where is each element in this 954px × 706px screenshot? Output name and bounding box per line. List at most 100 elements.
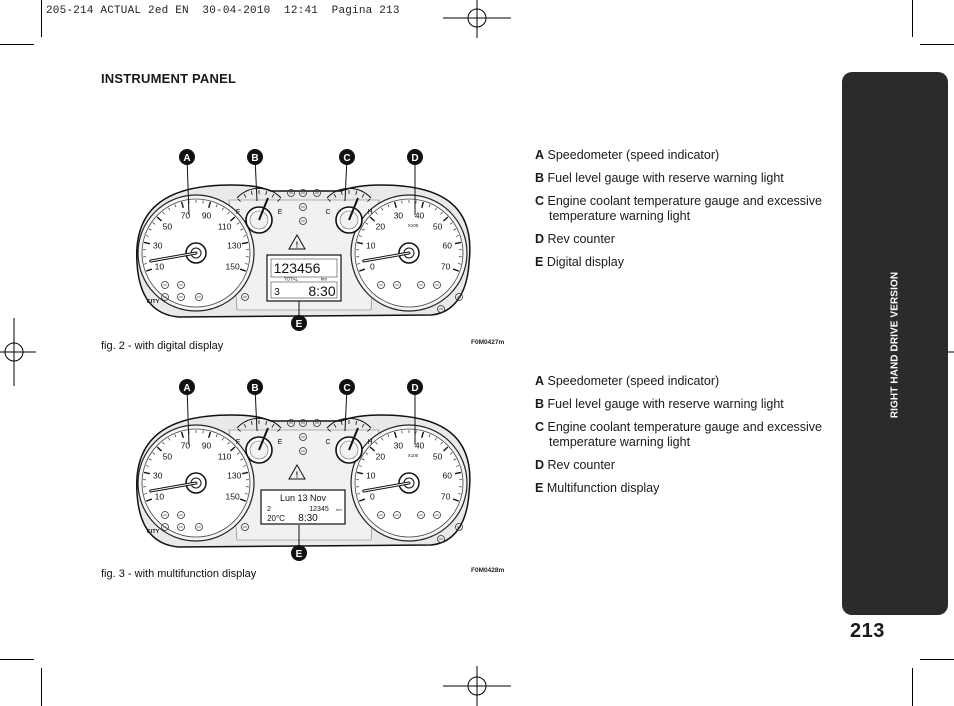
display-gear: 2 xyxy=(267,506,271,513)
dial-tick xyxy=(143,241,151,245)
dial-tick-label: 30 xyxy=(394,440,404,450)
airbag-icon xyxy=(161,523,169,531)
rear-fog-icon xyxy=(241,523,249,531)
gauge-letter: F xyxy=(236,439,240,446)
callout-marker xyxy=(291,315,307,331)
callout-marker xyxy=(407,379,423,395)
legend-text: Engine coolant temperature gauge and exc… xyxy=(547,194,823,208)
dial-tick xyxy=(356,471,364,475)
fuel-gauge-face xyxy=(249,440,269,460)
legend-text: Speedometer (speed indicator) xyxy=(547,374,720,388)
fuel-filter-icon xyxy=(437,305,445,313)
dial-tick xyxy=(358,465,362,467)
gauge-tick xyxy=(340,190,343,195)
city-label: CITY xyxy=(147,529,160,535)
callout-e: E xyxy=(291,301,307,331)
dial-tick xyxy=(356,241,364,245)
rear-fog-icon-shape xyxy=(241,523,249,531)
hazard-warning-icon xyxy=(288,463,306,480)
brake-icon-shape xyxy=(161,511,169,519)
gauge-tick xyxy=(333,423,337,428)
dial-tick xyxy=(215,204,218,208)
legend-letter: A xyxy=(535,374,545,388)
fog-icon xyxy=(177,523,185,531)
dial-tick xyxy=(145,465,149,467)
legend-text: Multifunction display xyxy=(546,481,660,495)
legend-text: Engine coolant temperature gauge and exc… xyxy=(547,420,823,434)
rev-counter-dial-needle-core xyxy=(363,252,410,262)
fuel-gauge-needle xyxy=(258,427,269,451)
oil-icon xyxy=(393,511,401,519)
gauge-tick xyxy=(271,423,275,428)
dial-tick-label: 30 xyxy=(153,470,163,480)
dial-tick-label: 10 xyxy=(366,240,376,250)
gauge-tick xyxy=(367,428,371,432)
gauge-tick xyxy=(327,428,331,432)
dial-tick xyxy=(357,263,361,265)
brake-icon xyxy=(161,281,169,289)
speedometer-dial-needle-core xyxy=(150,482,197,492)
gauge-tick xyxy=(250,420,253,425)
cruise-icon-shape xyxy=(455,293,463,301)
dial-tick xyxy=(162,441,165,445)
dial-tick xyxy=(358,498,366,502)
legend-item: E Multifunction display xyxy=(535,481,835,496)
dial-tick xyxy=(168,207,171,211)
turn-right-icon xyxy=(313,189,321,197)
legend-letter: D xyxy=(535,232,545,246)
door-icon-shape xyxy=(417,511,425,519)
dial-tick xyxy=(456,465,460,467)
callout-leader xyxy=(186,386,190,446)
gauge-tick xyxy=(237,198,241,202)
display-clock: 8:30 xyxy=(308,283,335,299)
legend-item: B Fuel level gauge with reserve warning … xyxy=(535,171,835,186)
callout-e: E xyxy=(291,525,307,561)
dial-tick xyxy=(148,458,152,461)
airbag-icon-shape xyxy=(161,293,169,301)
dial-tick xyxy=(148,228,152,231)
callout-marker xyxy=(339,149,355,165)
dial-tick-label: 60 xyxy=(442,240,452,250)
dial-tick xyxy=(152,222,156,225)
high-beam-icon-shape xyxy=(299,433,307,441)
seatbelt-icon-shape xyxy=(195,293,203,301)
display-top-row xyxy=(270,258,338,278)
dial-tick xyxy=(442,446,449,452)
dial-tick xyxy=(215,434,218,438)
dial-tick xyxy=(440,211,443,215)
dial-tick xyxy=(421,431,425,438)
legend-text: Rev counter xyxy=(547,458,615,472)
gauge-tick xyxy=(355,420,358,425)
dial-tick xyxy=(229,216,236,222)
seatbelt-icon xyxy=(195,523,203,531)
dial-tick xyxy=(208,201,212,208)
dial-tick xyxy=(369,446,376,452)
figure-caption: fig. 3 - with multifunction display xyxy=(101,568,257,580)
engine-icon-shape xyxy=(377,511,385,519)
glow-icon-shape xyxy=(433,511,441,519)
turn-right-icon xyxy=(313,419,321,427)
legend-item: B Fuel level gauge with reserve warning … xyxy=(535,397,835,412)
cruise-icon xyxy=(455,523,463,531)
dial-tick xyxy=(145,498,153,502)
door-icon xyxy=(417,511,425,519)
dial-tick xyxy=(358,268,366,272)
legend-text: Rev counter xyxy=(547,232,615,246)
dial-tick xyxy=(240,458,244,461)
dial-tick-label: 130 xyxy=(227,240,241,250)
gauge-tick xyxy=(277,428,281,432)
legend-item: C Engine coolant temperature gauge and e… xyxy=(535,420,835,450)
brake-icon xyxy=(161,511,169,519)
dial-tick-label: 50 xyxy=(433,221,443,231)
door-icon-shape xyxy=(417,281,425,289)
rev-counter-dial-needle-core xyxy=(363,482,410,492)
chapter-side-tab xyxy=(842,72,948,615)
gauge-letter: H xyxy=(367,439,372,446)
callout-a: A xyxy=(179,379,195,446)
gauge-tick xyxy=(237,428,241,432)
dial-tick-label: 130 xyxy=(227,470,241,480)
city-label: CITY xyxy=(147,299,160,305)
turn-left-icon xyxy=(287,189,295,197)
high-beam-icon xyxy=(299,203,307,211)
